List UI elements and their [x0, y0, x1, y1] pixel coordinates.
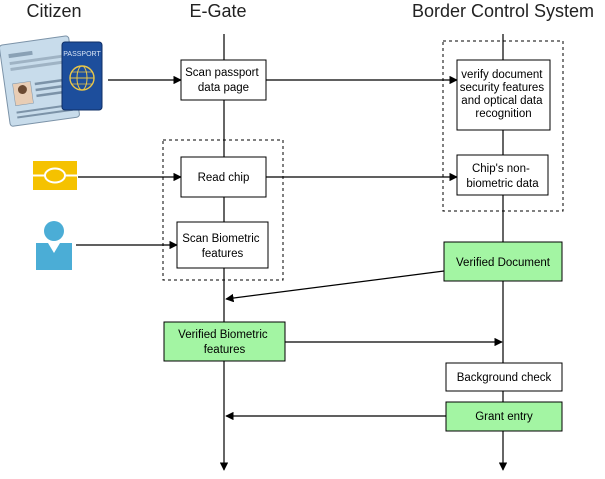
verify-document-box	[456, 59, 551, 131]
verified-biometric-box	[163, 321, 286, 362]
verify-document-label: verify document security features and op…	[460, 69, 548, 120]
passport-cover-text: PASSPORT	[63, 51, 101, 58]
person-icon	[36, 221, 72, 270]
arrow-verified-document-to-egate	[225, 270, 445, 303]
verified-biometric-label: Verified Biometric features	[178, 329, 271, 356]
lane-title-citizen: Citizen	[26, 1, 81, 21]
read-chip-label: Read chip	[198, 172, 250, 184]
grant-entry-label: Grant entry	[475, 411, 533, 423]
lane-title-border-control: Border Control System	[412, 1, 594, 21]
scan-biometric-box	[176, 221, 269, 269]
read-chip-box	[180, 156, 267, 198]
passport-icon: PASSPORT	[0, 35, 103, 127]
chip-data-label: Chip's non- biometric data	[466, 163, 539, 190]
verified-document-box	[443, 241, 563, 282]
document-verification-group	[442, 40, 564, 212]
chip-biometric-group	[162, 139, 284, 281]
verified-document-label: Verified Document	[456, 257, 551, 269]
chip-data-box	[456, 154, 549, 196]
scan-passport-box	[180, 59, 267, 101]
background-check-box	[445, 362, 563, 392]
background-check-label: Background check	[457, 372, 552, 384]
grant-entry-box	[445, 401, 563, 432]
scan-passport-label: Scan passport data page	[185, 67, 262, 94]
scan-biometric-label: Scan Biometric features	[182, 233, 263, 260]
chip-icon	[33, 161, 77, 190]
lane-title-egate: E-Gate	[189, 1, 246, 21]
